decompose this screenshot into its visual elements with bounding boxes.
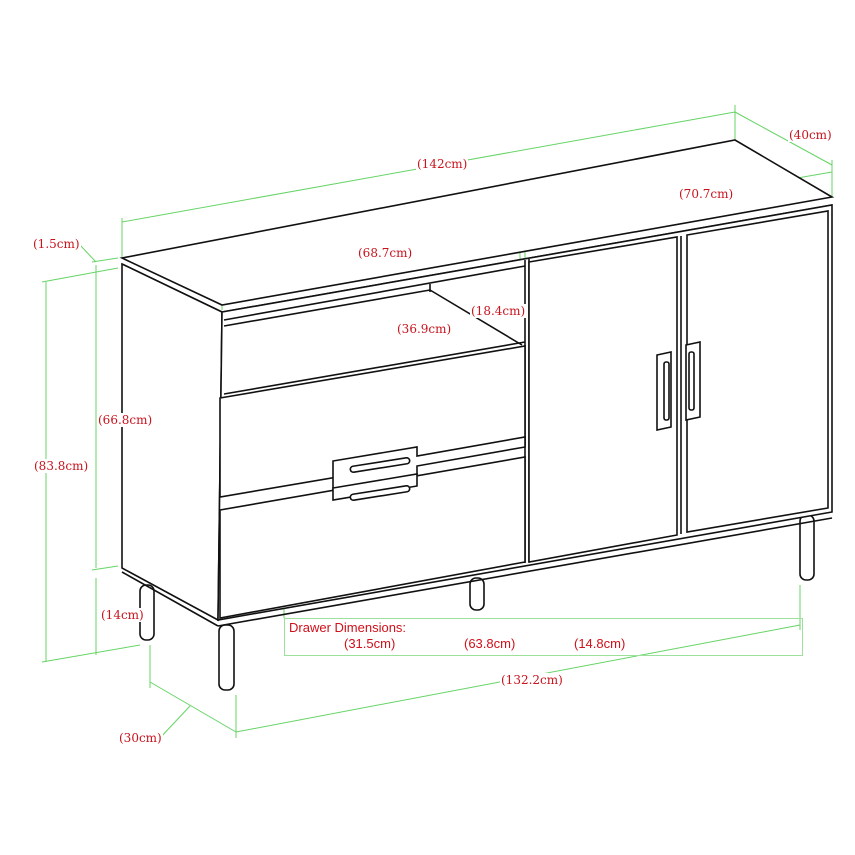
cabinet-body	[119, 139, 835, 627]
shelf-height-label: (18.4cm)	[470, 304, 527, 318]
legs	[139, 514, 815, 691]
leg-span-depth-label: (30cm)	[118, 731, 163, 745]
drawer-section-width-label: (68.7cm)	[357, 246, 414, 260]
drawer-2	[219, 456, 526, 619]
drawer-dimensions-title: Drawer Dimensions:	[289, 620, 407, 635]
left-side-panel	[121, 262, 223, 622]
leg-front-left	[218, 624, 235, 691]
leg-front-right	[799, 514, 815, 581]
shelf-top-edge	[223, 265, 526, 321]
overall-width-label: (142cm)	[416, 157, 469, 171]
leg-height-label: (14cm)	[100, 608, 145, 622]
overall-depth-label: (40cm)	[788, 128, 833, 142]
leg-span-width-label: (132.2cm)	[500, 673, 564, 687]
drawer-height-label: (14.8cm)	[574, 636, 626, 651]
overall-height-label: (83.8cm)	[33, 459, 90, 473]
right-door	[686, 210, 829, 533]
drawer-dimensions-box	[284, 618, 803, 656]
left-door-handle	[663, 361, 670, 421]
top-panel	[119, 139, 835, 306]
door-section-width-label: (70.7cm)	[678, 187, 735, 201]
drawer-2-handle	[349, 484, 411, 502]
right-door-handle	[688, 351, 695, 411]
leg-back-middle	[469, 577, 485, 611]
left-door	[528, 236, 678, 563]
shelf-depth-label: (36.9cm)	[396, 322, 453, 336]
cabinet-height-label: (66.8cm)	[97, 413, 154, 427]
drawer-width-label: (63.8cm)	[464, 636, 516, 651]
top-thickness-label: (1.5cm)	[32, 237, 81, 251]
drawer-depth-label: (31.5cm)	[344, 636, 396, 651]
drawer-1-handle	[349, 456, 411, 474]
